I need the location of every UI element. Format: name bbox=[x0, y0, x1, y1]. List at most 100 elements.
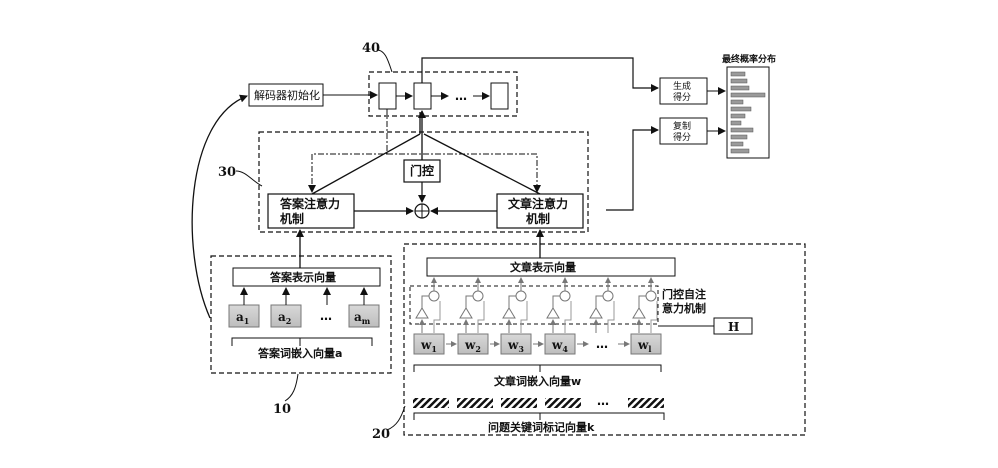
distribution-bar bbox=[730, 99, 744, 105]
passage-token-w4: w4 bbox=[544, 333, 576, 355]
ref-30: 30 bbox=[218, 165, 236, 180]
gate-circle-icon bbox=[428, 290, 440, 302]
passage-token-w3: w3 bbox=[500, 333, 532, 355]
gate-side-connector bbox=[520, 301, 528, 333]
decoder-dots: … bbox=[455, 89, 467, 103]
passage-attention-box bbox=[496, 193, 584, 229]
gate-triangle-icon bbox=[589, 307, 603, 319]
keyword-mark-4 bbox=[545, 398, 581, 408]
gate-circle-icon bbox=[645, 290, 657, 302]
copy-score-box bbox=[659, 117, 708, 145]
svg-text:am: am bbox=[354, 310, 371, 326]
svg-text:w3: w3 bbox=[507, 338, 524, 354]
answer-repr-label: 答案表示向量 bbox=[270, 270, 336, 284]
generate-score-label-2: 得分 bbox=[673, 91, 691, 103]
answer-token-a2: a2 bbox=[270, 304, 302, 328]
passage-token-wl: wl bbox=[630, 333, 662, 355]
distribution-bar bbox=[730, 78, 748, 84]
distribution-bar bbox=[730, 141, 744, 147]
passage-embedding-label: 文章词嵌入向量w bbox=[494, 374, 581, 388]
answer-to-decoder-curve bbox=[191, 94, 248, 319]
answer-attention-label-1: 答案注意力 bbox=[280, 196, 340, 211]
svg-text:a2: a2 bbox=[278, 310, 291, 326]
svg-text:w4: w4 bbox=[551, 338, 568, 354]
decoder-init-label: 解码器初始化 bbox=[254, 88, 320, 102]
gate-circle-icon bbox=[602, 290, 614, 302]
answer-token-am: am bbox=[348, 304, 380, 328]
decoder-dashed-box bbox=[368, 71, 518, 117]
gate-circle-icon bbox=[559, 290, 571, 302]
gated-self-attention-dashed-box bbox=[409, 285, 659, 325]
distribution-bar bbox=[730, 71, 746, 77]
gate-side-connector bbox=[564, 301, 572, 333]
distribution-bar bbox=[730, 106, 752, 112]
decoder-cell-3 bbox=[490, 82, 509, 110]
copy-score-label-1: 复制 bbox=[673, 120, 691, 132]
passage-repr-box bbox=[426, 257, 676, 277]
attention-dashed-box bbox=[258, 131, 589, 233]
gate-triangle-icon bbox=[546, 307, 560, 319]
distribution-bar bbox=[730, 120, 742, 126]
gate-side-connector bbox=[477, 301, 485, 333]
keyword-mark-2 bbox=[457, 398, 493, 408]
svg-text:w1: w1 bbox=[420, 338, 437, 354]
gate-side-connector bbox=[607, 301, 615, 333]
keyword-mark-1 bbox=[413, 398, 449, 408]
keyword-mark-3 bbox=[501, 398, 537, 408]
keyword-mark-5 bbox=[628, 398, 664, 408]
gate-connector bbox=[465, 295, 473, 308]
gate-connector bbox=[638, 295, 646, 308]
passage-token-w2: w2 bbox=[457, 333, 489, 355]
gate-connector bbox=[595, 295, 603, 308]
copy-score-label-2: 得分 bbox=[673, 131, 691, 143]
answer-token-a1: a1 bbox=[228, 304, 260, 328]
gate-circle-icon bbox=[515, 290, 527, 302]
ref-10: 10 bbox=[273, 402, 291, 417]
gate-side-connector bbox=[650, 301, 658, 333]
svg-text:w2: w2 bbox=[464, 338, 481, 354]
ref-40: 40 bbox=[362, 41, 380, 56]
gate-triangle-icon bbox=[632, 307, 646, 319]
question-keyword-label: 问题关键词标记向量k bbox=[488, 420, 595, 434]
gate-circle-icon bbox=[472, 290, 484, 302]
gate-connector bbox=[552, 295, 560, 308]
keyword-dots: … bbox=[597, 394, 609, 408]
distribution-bar bbox=[730, 134, 748, 140]
passage-repr-label: 文章表示向量 bbox=[510, 260, 576, 274]
passage-dots: … bbox=[596, 337, 608, 351]
passage-encoder-dashed-box bbox=[403, 243, 806, 436]
decoder-cell-1 bbox=[378, 82, 397, 110]
final-distribution-bars bbox=[730, 71, 766, 154]
h-label: H bbox=[728, 320, 739, 334]
answer-dots: … bbox=[320, 309, 332, 323]
gate-side-connector bbox=[433, 301, 441, 333]
final-distribution-title: 最终概率分布 bbox=[722, 53, 776, 65]
answer-attention-box bbox=[267, 193, 355, 229]
gate-label: 门控 bbox=[410, 163, 434, 178]
answer-repr-box bbox=[232, 267, 381, 287]
gated-self-attention-label-1: 门控自注 bbox=[662, 287, 706, 301]
answer-attention-label-2: 机制 bbox=[280, 211, 304, 226]
distribution-bar bbox=[730, 85, 750, 91]
gate-triangle-icon bbox=[502, 307, 516, 319]
distribution-bar bbox=[730, 92, 766, 98]
distribution-bar bbox=[730, 127, 754, 133]
svg-text:a1: a1 bbox=[236, 310, 249, 326]
decoder-cell-2 bbox=[413, 82, 432, 110]
passage-attention-label-1: 文章注意力 bbox=[508, 196, 568, 211]
distribution-bar bbox=[730, 148, 750, 154]
gate-triangle-icon bbox=[415, 307, 429, 319]
svg-text:wl: wl bbox=[637, 338, 651, 354]
distribution-bar bbox=[730, 113, 746, 119]
generate-score-label-1: 生成 bbox=[673, 80, 691, 92]
answer-encoder-dashed-box bbox=[210, 255, 392, 374]
gate-triangle-icon bbox=[459, 307, 473, 319]
gate-connector bbox=[508, 295, 516, 308]
gated-self-attention-units bbox=[415, 277, 658, 333]
passage-attention-label-2: 机制 bbox=[526, 211, 550, 226]
gated-self-attention-label-2: 意力机制 bbox=[662, 301, 706, 315]
ref-20: 20 bbox=[372, 427, 390, 442]
gate-connector bbox=[421, 295, 429, 308]
answer-embedding-label: 答案词嵌入向量a bbox=[258, 346, 342, 360]
